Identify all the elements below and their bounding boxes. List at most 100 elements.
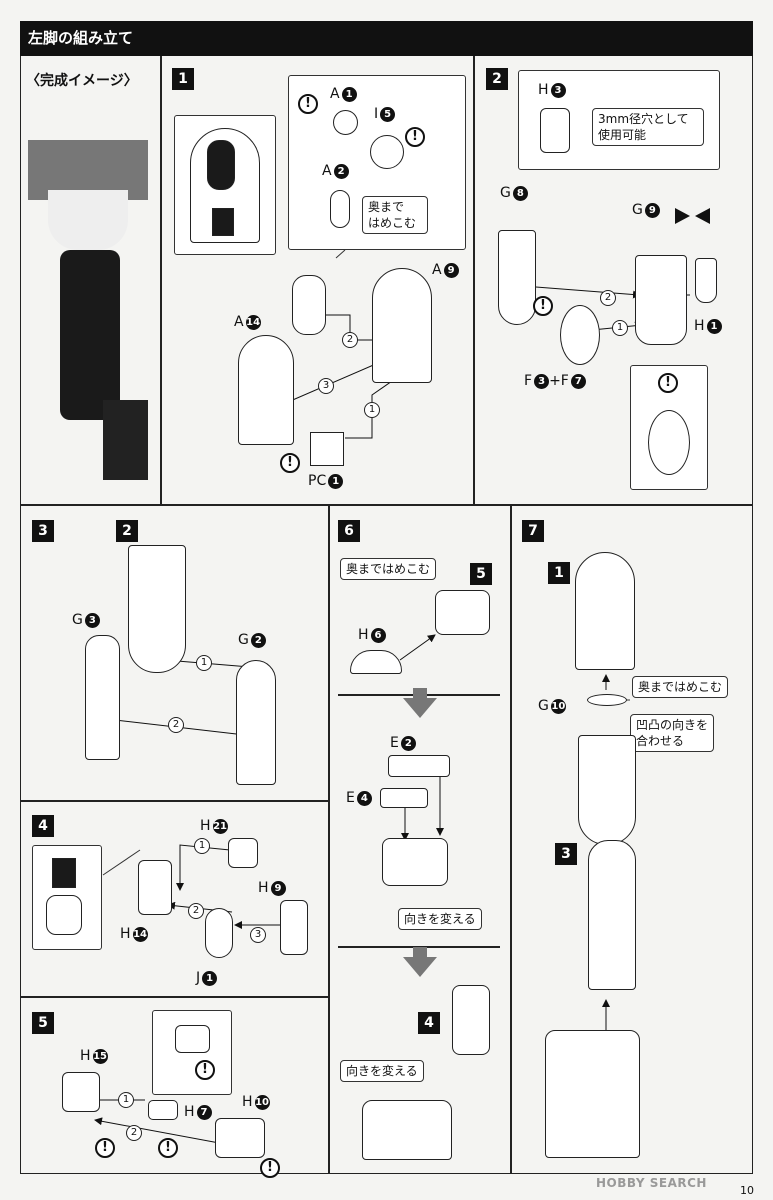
warning-icon: ! <box>658 373 678 393</box>
ref-step-5: 5 <box>470 563 492 585</box>
divider <box>510 504 512 1174</box>
completed-leg-image <box>28 140 148 480</box>
part-step5-assembly <box>435 590 490 635</box>
part-h9 <box>280 900 308 955</box>
divider <box>338 946 500 948</box>
part-h3 <box>540 108 570 153</box>
order-1: 1 <box>118 1092 134 1108</box>
callout-insert-fully: 奥まではめこむ <box>632 676 729 698</box>
part-foot-assembly <box>382 838 448 886</box>
part-f3-f7 <box>560 305 600 365</box>
step-number-2: 2 <box>486 68 508 90</box>
part-foot <box>362 1100 452 1160</box>
callout-change-direction: 向きを変える <box>340 1060 424 1082</box>
part-h15 <box>62 1072 100 1112</box>
order-3: 3 <box>250 927 266 943</box>
order-3: 3 <box>318 378 334 394</box>
part-h1 <box>695 258 717 303</box>
order-2: 2 <box>600 290 616 306</box>
order-1: 1 <box>196 655 212 671</box>
part-g2 <box>236 660 276 785</box>
page-title: 左脚の組み立て <box>20 21 753 56</box>
part-thigh <box>575 552 635 670</box>
order-1: 1 <box>194 838 210 854</box>
step-number-5: 5 <box>32 1012 54 1034</box>
step-number-3: 3 <box>32 520 54 542</box>
page-number: 10 <box>740 1184 754 1197</box>
part-a14 <box>238 335 294 445</box>
part-f-detail <box>648 410 690 475</box>
warning-icon: ! <box>95 1138 115 1158</box>
part-e2 <box>388 755 450 777</box>
warning-icon: ! <box>195 1060 215 1080</box>
part-shin <box>588 840 636 990</box>
part-h21 <box>228 838 258 868</box>
callout-3mm-hole: 3mm径穴として 使用可能 <box>592 108 704 146</box>
warning-icon: ! <box>533 296 553 316</box>
divider <box>20 504 753 506</box>
part-detail <box>175 1025 210 1053</box>
step-number-1: 1 <box>172 68 194 90</box>
part-a1 <box>333 110 358 135</box>
part-dark-insert <box>207 140 235 190</box>
step-number-4: 4 <box>32 815 54 837</box>
order-1: 1 <box>612 320 628 336</box>
divider <box>20 996 328 998</box>
completed-image-label: 〈完成イメージ〉 <box>26 73 138 89</box>
part-a9 <box>372 268 432 383</box>
step-number-7: 7 <box>522 520 544 542</box>
part-h6 <box>350 650 402 674</box>
divider <box>160 56 162 504</box>
part-g10-washer <box>587 694 627 706</box>
ref-step-3: 3 <box>555 843 577 865</box>
part-e4 <box>380 788 428 808</box>
part-j1 <box>205 908 233 958</box>
step-number-6: 6 <box>338 520 360 542</box>
part-h14 <box>138 860 172 915</box>
ref-step-1: 1 <box>548 562 570 584</box>
order-2: 2 <box>342 332 358 348</box>
warning-icon: ! <box>260 1158 280 1178</box>
part-g9 <box>635 255 687 345</box>
part-i5 <box>370 135 404 169</box>
callout-align-bumps: 凹凸の向きを 合わせる <box>630 714 715 752</box>
callout-insert-fully: 奥まで はめこむ <box>362 196 428 234</box>
detail-callout <box>152 1010 232 1095</box>
warning-icon: ! <box>158 1138 178 1158</box>
divider <box>328 504 330 1174</box>
divider <box>473 56 475 504</box>
part-h10 <box>215 1118 265 1158</box>
part-g8 <box>498 230 536 325</box>
order-2: 2 <box>126 1125 142 1141</box>
ref-step-4: 4 <box>418 1012 440 1034</box>
part-pc1 <box>310 432 344 466</box>
part-detail-dark <box>52 858 76 888</box>
part-ankle-assembly <box>452 985 490 1055</box>
part-leg-upper <box>128 545 186 673</box>
order-1: 1 <box>364 402 380 418</box>
page-frame <box>20 56 753 1174</box>
part-g3 <box>85 635 120 760</box>
callout-change-direction: 向きを変える <box>398 908 482 930</box>
part-detail <box>46 895 82 935</box>
warning-icon: ! <box>405 127 425 147</box>
warning-icon: ! <box>280 453 300 473</box>
